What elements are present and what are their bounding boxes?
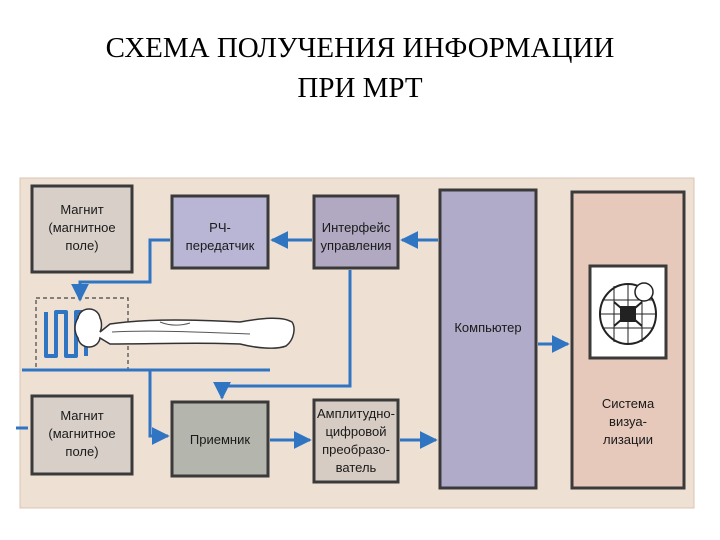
receiver-label: Приемник [190, 432, 250, 447]
magnet-bottom-line-3: поле) [65, 444, 98, 459]
magnet-top-line-2: (магнитное [48, 220, 115, 235]
rf-transmitter-line-1: РЧ- [209, 220, 231, 235]
arrow-interface-to-receiver [213, 270, 352, 400]
arrow-rf-to-coil [71, 238, 170, 302]
patient-figure [74, 308, 295, 349]
rf-transmitter-line-2: передатчик [186, 238, 255, 253]
magnet-top-line-1: Магнит [60, 202, 103, 217]
computer-label: Компьютер [454, 320, 521, 335]
adc-block: Амплитудно- цифровой преобразо- ватель [312, 398, 400, 484]
adc-line-2: цифровой [325, 424, 386, 439]
magnet-top-line-3: поле) [65, 238, 98, 253]
title-line-2: ПРИ МРТ [297, 72, 423, 104]
signal-connectors [16, 231, 570, 449]
magnet-bottom-line-1: Магнит [60, 408, 103, 423]
adc-line-4: ватель [336, 460, 377, 475]
magnet-bottom-block: Магнит (магнитное поле) [30, 394, 134, 476]
adc-line-1: Амплитудно- [317, 406, 395, 421]
adc-line-3: преобразо- [322, 442, 390, 457]
title-line-1: СХЕМА ПОЛУЧЕНИЯ ИНФОРМАЦИИ [105, 32, 615, 64]
rf-transmitter-block: РЧ- передатчик [170, 194, 270, 270]
computer-block: Компьютер [438, 188, 538, 490]
control-interface-line-2: управления [321, 238, 392, 253]
control-interface-block: Интерфейс управления [312, 194, 400, 270]
patient-body-lines [111, 321, 251, 335]
visualization-block: Система визуа- лизации [570, 190, 686, 490]
arrow-coil-to-receiver [148, 370, 170, 445]
magnet-bottom-line-2: (магнитное [48, 426, 115, 441]
control-interface-line-1: Интерфейс [322, 220, 391, 235]
visualization-line-2: визуа- [609, 414, 647, 429]
magnet-top-block: Магнит (магнитное поле) [30, 184, 134, 274]
visualization-line-3: лизации [603, 432, 653, 447]
receiver-block: Приемник [170, 400, 270, 478]
visualization-line-1: Система [602, 396, 655, 411]
diagram-title: СХЕМА ПОЛУЧЕНИЯ ИНФОРМАЦИИ ПРИ МРТ [0, 28, 720, 108]
brain-scan-icon [599, 282, 657, 345]
